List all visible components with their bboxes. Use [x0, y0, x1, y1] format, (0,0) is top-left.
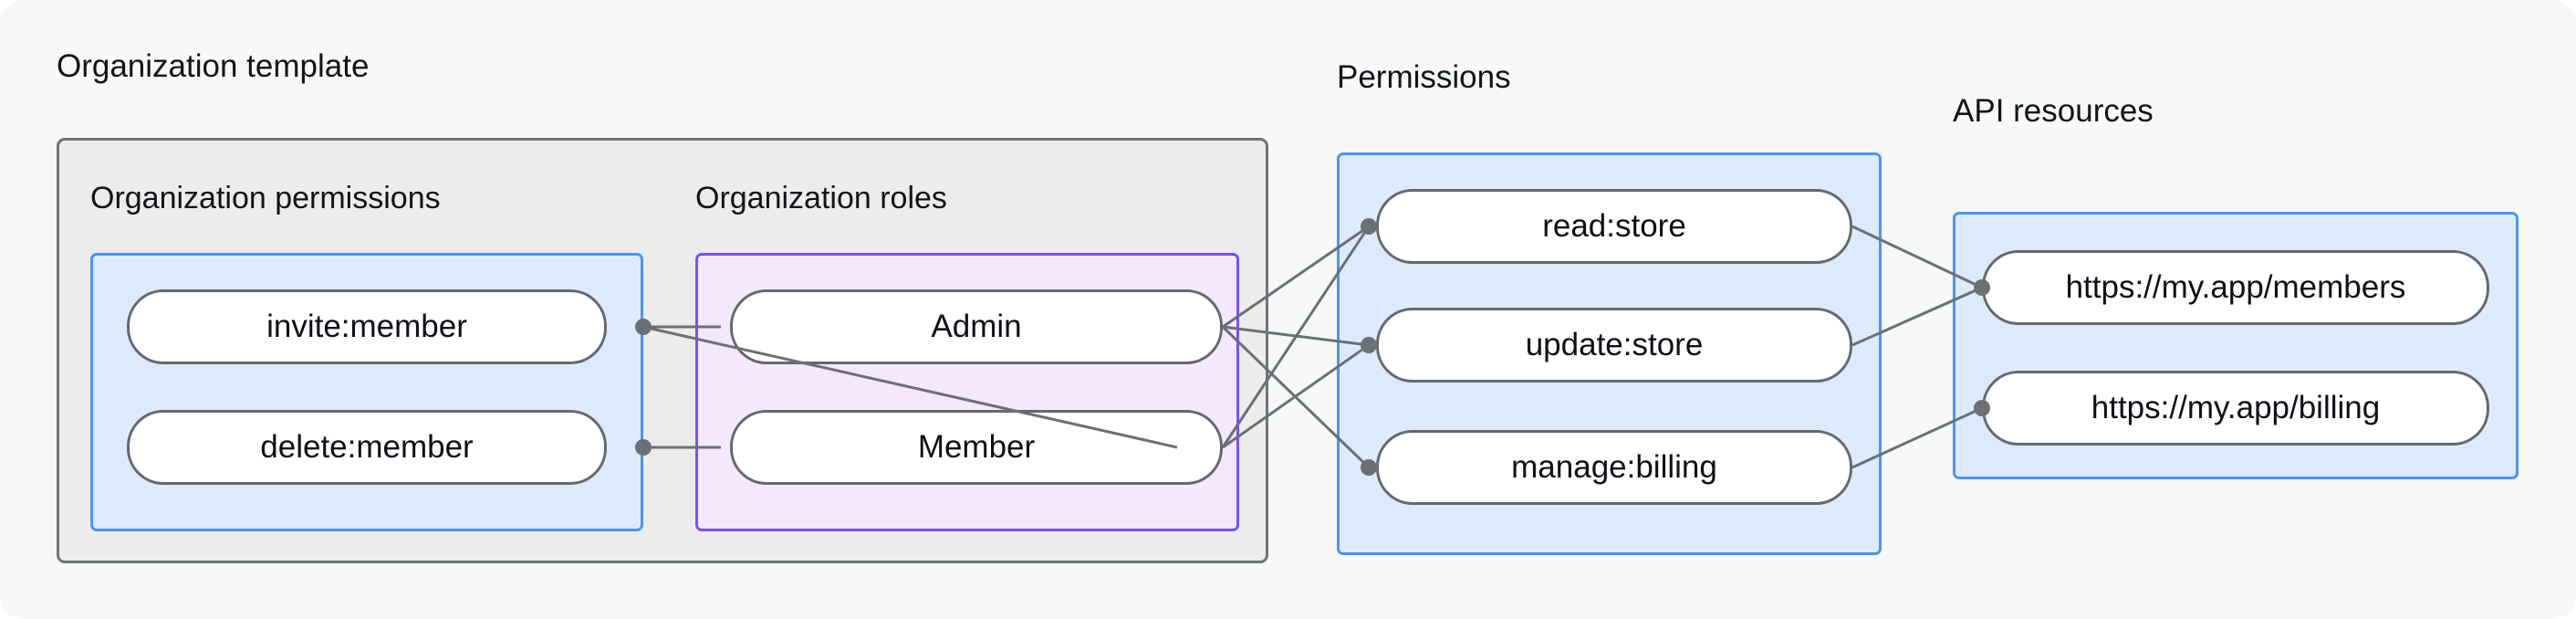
organization-roles-caption: Organization roles: [695, 181, 947, 215]
connector-dot-update-store: [1361, 337, 1377, 353]
api-resources-caption: API resources: [1953, 93, 2154, 129]
node-read-store[interactable]: read:store: [1376, 189, 1852, 264]
node-admin[interactable]: Admin: [730, 289, 1223, 364]
connector-dot-delete-member: [635, 439, 652, 456]
connector-dot-read-store: [1361, 218, 1377, 235]
connector-dot-manage-billing: [1361, 459, 1377, 476]
node-members-url[interactable]: https://my.app/members: [1982, 250, 2489, 325]
node-member[interactable]: Member: [730, 410, 1223, 485]
connector-dot-members-url: [1974, 279, 1990, 296]
node-delete-member[interactable]: delete:member: [127, 410, 607, 485]
organization-template-caption: Organization template: [57, 48, 370, 84]
node-billing-url[interactable]: https://my.app/billing: [1982, 371, 2489, 446]
permissions-caption: Permissions: [1337, 59, 1511, 95]
organization-permissions-caption: Organization permissions: [90, 181, 441, 215]
node-update-store[interactable]: update:store: [1376, 308, 1852, 383]
connector-dot-invite-member: [635, 319, 652, 335]
connector-dot-billing-url: [1974, 400, 1990, 416]
node-manage-billing[interactable]: manage:billing: [1376, 430, 1852, 505]
node-invite-member[interactable]: invite:member: [127, 289, 607, 364]
